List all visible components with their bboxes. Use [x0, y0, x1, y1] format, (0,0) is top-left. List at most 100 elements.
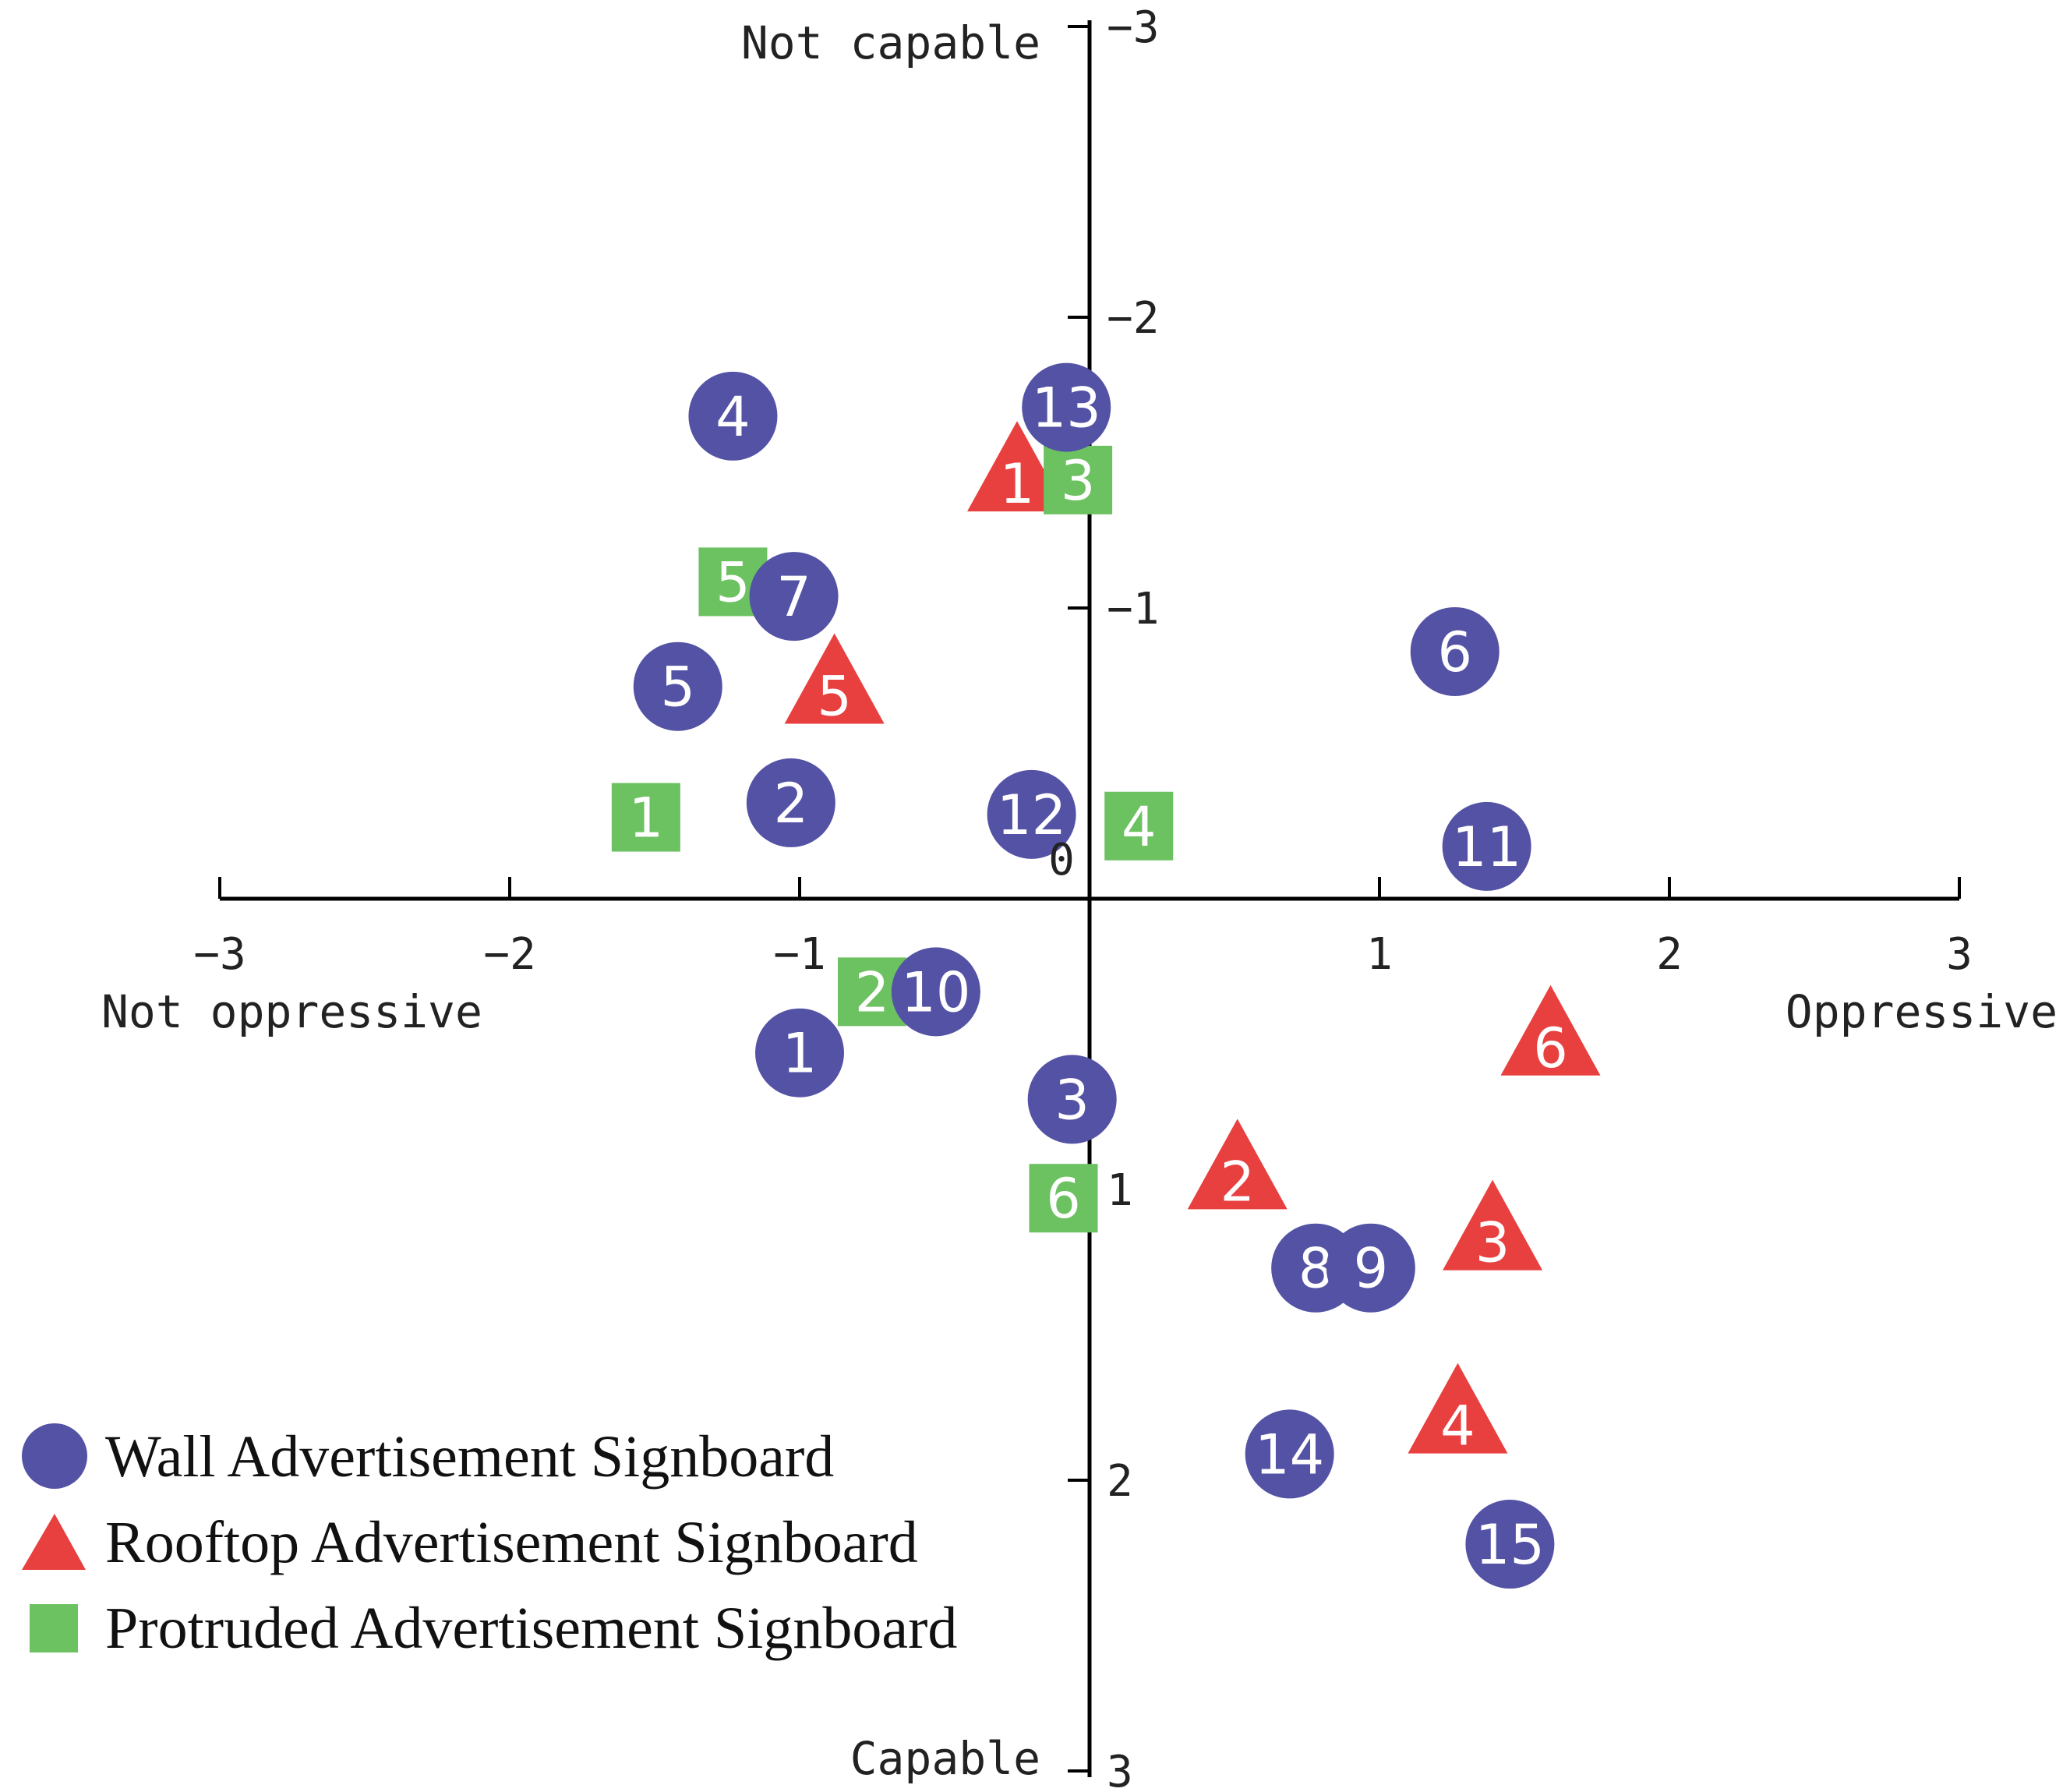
circle-marker — [891, 947, 980, 1037]
legend-item-rooftop: Rooftop Advertisement Signboard — [22, 1510, 918, 1575]
x-tick-label: 3 — [1946, 929, 1973, 980]
square-point-6: 6 — [1029, 1164, 1098, 1233]
point-label: 5 — [660, 656, 695, 719]
triangle-marker — [1443, 1179, 1543, 1271]
legend-label-rooftop: Rooftop Advertisement Signboard — [105, 1510, 918, 1575]
legend-label-protruded: Protruded Advertisement Signboard — [105, 1596, 957, 1661]
point-label: 5 — [817, 664, 852, 728]
x-tick-label: −3 — [193, 929, 246, 980]
point-label: 12 — [997, 783, 1066, 847]
circle-point-14: 14 — [1245, 1409, 1334, 1499]
x-tick-label: −1 — [773, 929, 825, 980]
y-tick-label: −2 — [1107, 293, 1159, 344]
triangle-point-3: 3 — [1443, 1179, 1543, 1275]
point-label: 6 — [1437, 620, 1472, 684]
y-axis-top-title: Not capable — [741, 16, 1040, 69]
triangle-point-6: 6 — [1500, 984, 1601, 1080]
point-label: 1 — [782, 1022, 818, 1086]
point-label: 1 — [629, 786, 664, 850]
point-label: 2 — [1220, 1150, 1255, 1214]
legend-marker-circle — [22, 1423, 87, 1489]
x-tick-label: 2 — [1656, 929, 1683, 980]
circle-point-5: 5 — [633, 642, 722, 731]
point-label: 2 — [774, 772, 809, 836]
y-tick-label: 3 — [1107, 1747, 1133, 1792]
circle-marker — [688, 371, 778, 461]
square-marker — [1029, 1164, 1098, 1233]
circle-point-11: 11 — [1442, 801, 1531, 891]
circle-marker — [1022, 362, 1111, 452]
point-label: 3 — [1054, 1068, 1090, 1132]
square-marker — [1044, 445, 1113, 514]
point-label: 7 — [776, 565, 811, 629]
circle-marker — [749, 552, 839, 642]
y-tick-label: 2 — [1107, 1456, 1133, 1507]
point-label: 4 — [1122, 795, 1157, 859]
point-label: 11 — [1452, 815, 1521, 879]
square-marker — [611, 783, 680, 852]
origin-label: 0 — [1048, 835, 1075, 885]
point-label: 10 — [901, 960, 970, 1024]
circle-point-13: 13 — [1022, 362, 1111, 452]
circle-marker — [746, 758, 835, 847]
circle-point-15: 15 — [1465, 1500, 1555, 1589]
point-label: 1 — [1000, 452, 1035, 516]
circle-point-9: 9 — [1326, 1223, 1415, 1313]
circle-point-7: 7 — [749, 552, 839, 642]
circle-marker — [1027, 1055, 1117, 1144]
point-label: 4 — [715, 385, 751, 449]
legend-item-wall: Wall Advertisement Signboard — [22, 1423, 834, 1490]
circle-point-4: 4 — [688, 371, 778, 461]
point-label: 6 — [1533, 1016, 1568, 1080]
circle-marker — [1465, 1500, 1555, 1589]
square-point-1: 1 — [611, 783, 680, 852]
x-tick-label: −2 — [483, 929, 535, 980]
y-tick-label: −3 — [1107, 2, 1159, 53]
circle-marker — [1245, 1409, 1334, 1499]
triangle-marker — [1187, 1119, 1288, 1210]
circle-marker — [755, 1008, 844, 1097]
circle-point-6: 6 — [1410, 606, 1500, 696]
point-label: 4 — [1440, 1394, 1475, 1458]
square-point-3: 3 — [1044, 445, 1113, 514]
triangle-marker — [967, 421, 1067, 512]
triangle-marker — [1408, 1363, 1508, 1454]
circle-point-10: 10 — [891, 947, 980, 1037]
triangle-point-4: 4 — [1408, 1363, 1508, 1458]
point-label: 15 — [1475, 1513, 1545, 1577]
x-axis-right-title: Oppressive — [1786, 985, 2058, 1038]
triangle-point-1: 1 — [967, 421, 1067, 516]
point-label: 13 — [1032, 376, 1101, 440]
circle-point-12: 12 — [987, 769, 1076, 859]
circle-marker — [1410, 606, 1500, 696]
triangle-point-5: 5 — [784, 633, 885, 728]
circle-point-1: 1 — [755, 1008, 844, 1097]
point-label: 3 — [1475, 1211, 1510, 1275]
point-label: 14 — [1255, 1423, 1324, 1486]
point-label: 9 — [1354, 1237, 1389, 1301]
y-tick-label: −1 — [1107, 584, 1159, 634]
circle-marker — [987, 769, 1076, 859]
triangle-marker — [1500, 984, 1601, 1076]
point-label: 3 — [1061, 449, 1096, 513]
circle-point-2: 2 — [746, 758, 835, 847]
triangle-marker — [784, 633, 885, 724]
triangle-point-2: 2 — [1187, 1119, 1288, 1214]
point-label: 5 — [715, 550, 751, 614]
point-label: 2 — [855, 960, 890, 1024]
legend: Wall Advertisement Signboard Rooftop Adv… — [22, 1423, 957, 1661]
y-axis-bottom-title: Capable — [850, 1732, 1040, 1785]
legend-marker-triangle — [22, 1514, 86, 1570]
circle-point-3: 3 — [1027, 1055, 1117, 1144]
x-tick-label: 1 — [1366, 929, 1393, 980]
legend-marker-square — [30, 1604, 78, 1652]
square-marker — [1104, 791, 1174, 861]
legend-label-wall: Wall Advertisement Signboard — [105, 1424, 834, 1490]
point-label: 6 — [1046, 1167, 1081, 1231]
legend-item-protruded: Protruded Advertisement Signboard — [30, 1596, 957, 1661]
circle-marker — [633, 642, 722, 731]
circle-marker — [1442, 801, 1531, 891]
